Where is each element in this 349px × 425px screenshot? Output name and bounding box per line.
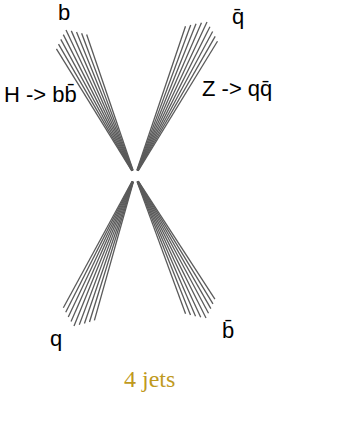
jet-line — [137, 26, 186, 170]
jet-line — [137, 24, 196, 171]
jet-line — [66, 181, 133, 312]
jet-line — [94, 182, 133, 321]
jet-line — [84, 182, 133, 324]
jet-line — [138, 36, 215, 170]
jet-line — [138, 181, 206, 318]
jet-line — [77, 32, 133, 171]
jet-line — [82, 33, 133, 170]
jet-line — [68, 181, 132, 317]
jet-line — [137, 23, 201, 171]
jet-line — [138, 181, 211, 308]
jet-line — [87, 35, 133, 171]
jet-line — [79, 182, 133, 325]
particle-label: q — [48, 326, 64, 351]
caption: 4 jets — [124, 366, 175, 394]
jet-line — [138, 32, 213, 171]
jet-line — [59, 44, 132, 171]
jet-line — [138, 27, 210, 171]
jet-line — [63, 181, 132, 307]
jet-line — [138, 41, 217, 171]
jet-line — [74, 182, 133, 326]
jet-line — [71, 31, 132, 171]
particle-label: q̄ — [230, 4, 246, 29]
jet-line — [137, 182, 185, 314]
jet-line — [138, 22, 207, 171]
decay-label: H -> bb̄ — [2, 82, 79, 107]
jet-line — [138, 181, 201, 317]
jet-line — [138, 181, 209, 313]
jet-line — [71, 181, 133, 321]
decay-label: Z -> qq̄ — [200, 76, 274, 101]
particle-label: b̄ — [220, 318, 236, 343]
particle-label: b — [56, 0, 72, 25]
jet-line — [137, 182, 195, 317]
jet-line — [137, 182, 190, 316]
